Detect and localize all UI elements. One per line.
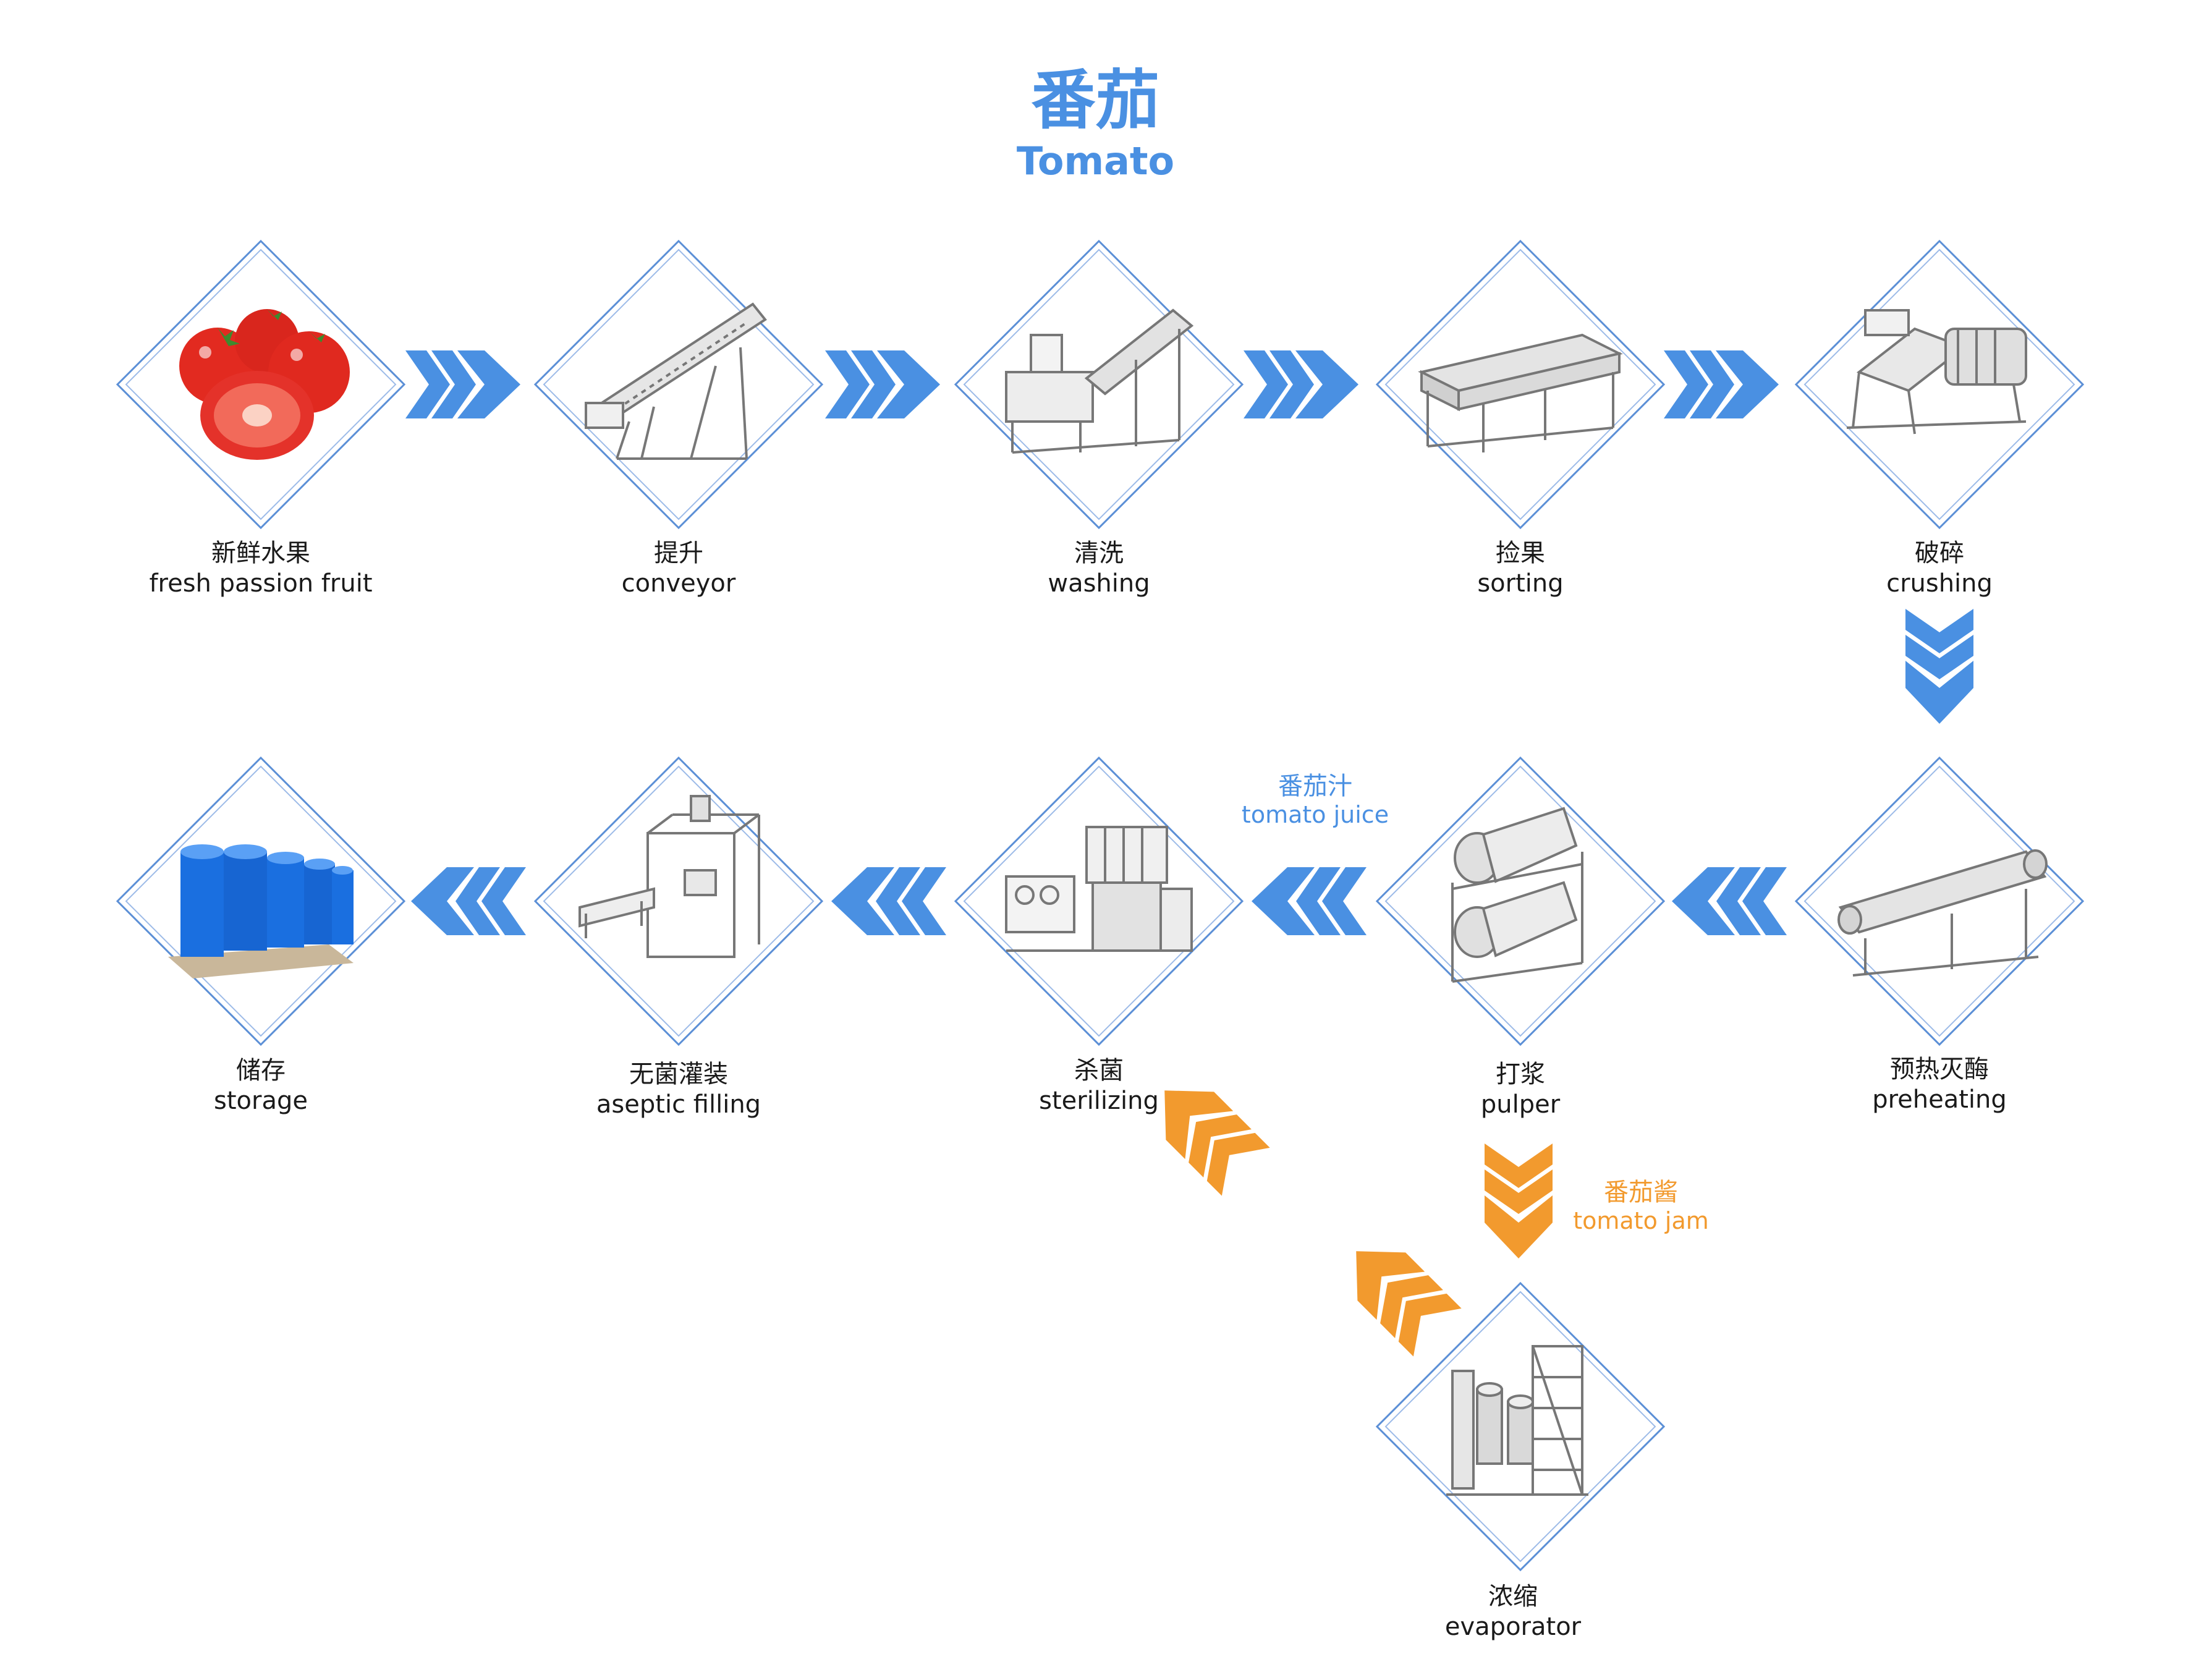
branch-label-jam: 番茄酱 tomato jam bbox=[1486, 1177, 1795, 1234]
sorting-table-icon bbox=[1418, 333, 1623, 452]
step-label-crushing: 破碎 crushing bbox=[1754, 538, 2125, 598]
step-label-zh: 储存 bbox=[236, 1056, 286, 1085]
step-label-zh: 杀菌 bbox=[1074, 1056, 1124, 1085]
step-label-en: storage bbox=[214, 1087, 308, 1115]
step-label-en: conveyor bbox=[621, 569, 736, 598]
step-label-en: crushing bbox=[1886, 569, 1993, 598]
arrow-left-4 bbox=[411, 867, 526, 935]
step-label-preheating: 预热灭酶 preheating bbox=[1754, 1054, 2125, 1114]
tomato-icon bbox=[179, 309, 350, 460]
step-label-en: sterilizing bbox=[1039, 1087, 1159, 1115]
step-label-sorting: 捡果 sorting bbox=[1335, 538, 1706, 598]
sterilizer-icon bbox=[1005, 826, 1193, 952]
step-label-zh: 提升 bbox=[654, 539, 703, 567]
step-label-zh: 新鲜水果 bbox=[211, 539, 310, 567]
arrow-right-2 bbox=[825, 350, 940, 418]
step-label-en: aseptic filling bbox=[596, 1090, 761, 1119]
arrow-left-1 bbox=[1672, 867, 1787, 935]
step-label-en: washing bbox=[1048, 569, 1150, 598]
step-label-en: pulper bbox=[1480, 1090, 1561, 1119]
step-label-conveyor: 提升 conveyor bbox=[493, 538, 864, 598]
branch-label-en: tomato juice bbox=[1241, 801, 1389, 828]
pulper-icon bbox=[1451, 807, 1583, 983]
step-label-zh: 打浆 bbox=[1496, 1060, 1545, 1088]
arrow-right-3 bbox=[1244, 350, 1358, 418]
step-frame-aseptic-filling bbox=[534, 757, 823, 1046]
arrow-left-3 bbox=[831, 867, 946, 935]
branch-label-zh: 番茄汁 bbox=[1278, 772, 1352, 800]
branch-label-juice: 番茄汁 tomato juice bbox=[1161, 771, 1470, 828]
arrow-left-2 bbox=[1252, 867, 1367, 935]
step-label-pulper: 打浆 pulper bbox=[1335, 1059, 1706, 1119]
arrow-upleft-2 bbox=[1332, 1227, 1461, 1356]
page-title-zh: 番茄 bbox=[1031, 62, 1160, 138]
step-label-storage: 储存 storage bbox=[75, 1055, 446, 1116]
step-label-aseptic-filling: 无菌灌装 aseptic filling bbox=[493, 1059, 864, 1119]
step-label-en: evaporator bbox=[1444, 1613, 1582, 1641]
step-label-washing: 清洗 washing bbox=[913, 538, 1284, 598]
washer-icon bbox=[1005, 308, 1194, 454]
step-label-fresh-fruit: 新鲜水果 fresh passion fruit bbox=[75, 538, 446, 598]
step-label-sterilizing: 杀菌 sterilizing bbox=[913, 1055, 1284, 1116]
step-frame-preheating bbox=[1795, 757, 2084, 1046]
evaporator-icon bbox=[1446, 1345, 1588, 1496]
step-frame-pulper bbox=[1376, 757, 1665, 1046]
step-frame-crushing bbox=[1795, 240, 2084, 529]
step-frame-washing bbox=[954, 240, 1244, 529]
arrow-down-1 bbox=[1905, 609, 1973, 724]
step-label-zh: 清洗 bbox=[1074, 539, 1124, 567]
crusher-icon bbox=[1846, 309, 2027, 435]
step-frame-evaporator bbox=[1376, 1282, 1665, 1571]
drums-icon bbox=[168, 844, 354, 978]
step-frame-fresh-fruit bbox=[116, 240, 405, 529]
branch-label-zh: 番茄酱 bbox=[1604, 1178, 1678, 1207]
step-frame-storage bbox=[116, 757, 405, 1046]
step-label-zh: 预热灭酶 bbox=[1890, 1055, 1989, 1084]
step-frame-sorting bbox=[1376, 240, 1665, 529]
step-label-en: sorting bbox=[1477, 569, 1564, 598]
step-label-en: fresh passion fruit bbox=[149, 569, 373, 598]
conveyor-icon bbox=[585, 302, 767, 460]
arrow-right-4 bbox=[1664, 350, 1779, 418]
step-label-zh: 浓缩 bbox=[1488, 1582, 1538, 1611]
step-frame-conveyor bbox=[534, 240, 823, 529]
arrow-right-1 bbox=[405, 350, 520, 418]
preheater-icon bbox=[1837, 849, 2048, 977]
page-title-en: Tomato bbox=[1016, 138, 1175, 184]
step-label-en: preheating bbox=[1872, 1085, 2007, 1114]
filler-icon bbox=[578, 795, 760, 958]
branch-label-en: tomato jam bbox=[1573, 1207, 1709, 1234]
step-label-zh: 破碎 bbox=[1915, 539, 1964, 567]
step-label-evaporator: 浓缩 evaporator bbox=[1328, 1581, 1698, 1642]
step-label-zh: 无菌灌装 bbox=[629, 1060, 728, 1088]
step-frame-sterilizing bbox=[954, 757, 1244, 1046]
step-label-zh: 捡果 bbox=[1496, 539, 1545, 567]
